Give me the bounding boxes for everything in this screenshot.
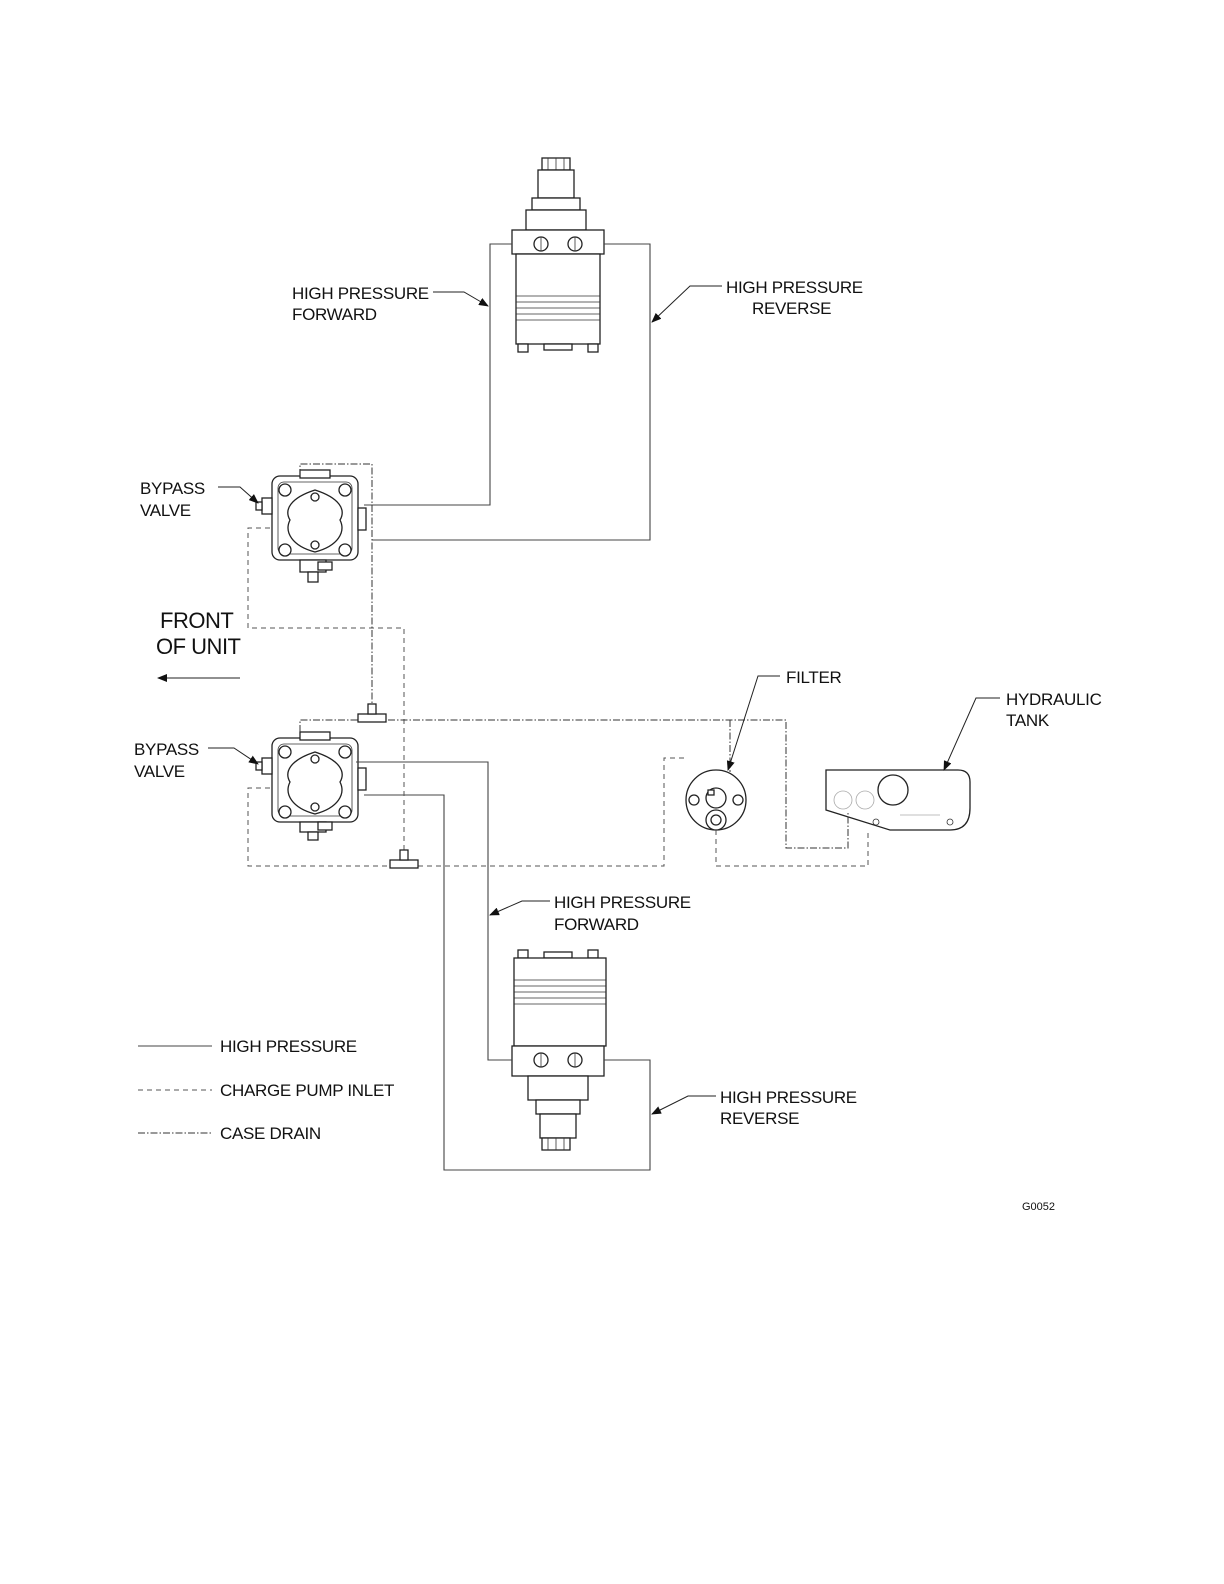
bottom-hydrostatic-pump [256,732,366,840]
top-wheel-motor [512,158,604,352]
label-hydraulic-tank-line2: TANK [1006,711,1050,730]
label-hp-reverse-bottom-line2: REVERSE [720,1109,799,1128]
label-bypass-top-line1: BYPASS [140,479,205,498]
label-hp-reverse-top-line2: REVERSE [752,299,831,318]
label-hydraulic-tank-line1: HYDRAULIC [1006,690,1102,709]
drawing-number: G0052 [1022,1201,1055,1213]
label-bypass-top-line2: VALVE [140,501,191,520]
label-front-line1: FRONT [160,608,233,633]
label-bypass-bottom-line1: BYPASS [134,740,199,759]
bottom-wheel-motor [512,950,606,1150]
label-hp-forward-top-line1: HIGH PRESSURE [292,284,429,303]
legend: HIGH PRESSURE CHARGE PUMP INLET CASE DRA… [138,1037,394,1143]
legend-label-charge-pump-inlet: CHARGE PUMP INLET [220,1081,394,1100]
label-hp-forward-bottom-line2: FORWARD [554,915,639,934]
label-hp-forward-top-line2: FORWARD [292,305,377,324]
label-filter: FILTER [786,668,842,687]
label-bypass-bottom-line2: VALVE [134,762,185,781]
legend-label-high-pressure: HIGH PRESSURE [220,1037,357,1056]
top-hydrostatic-pump [256,470,366,582]
label-hp-reverse-top-line1: HIGH PRESSURE [726,278,863,297]
label-front-line2: OF UNIT [156,634,241,659]
legend-label-case-drain: CASE DRAIN [220,1124,321,1143]
case-drain-lines [300,464,848,848]
label-hp-forward-bottom-line1: HIGH PRESSURE [554,893,691,912]
filter [686,770,746,830]
label-hp-reverse-bottom-line1: HIGH PRESSURE [720,1088,857,1107]
